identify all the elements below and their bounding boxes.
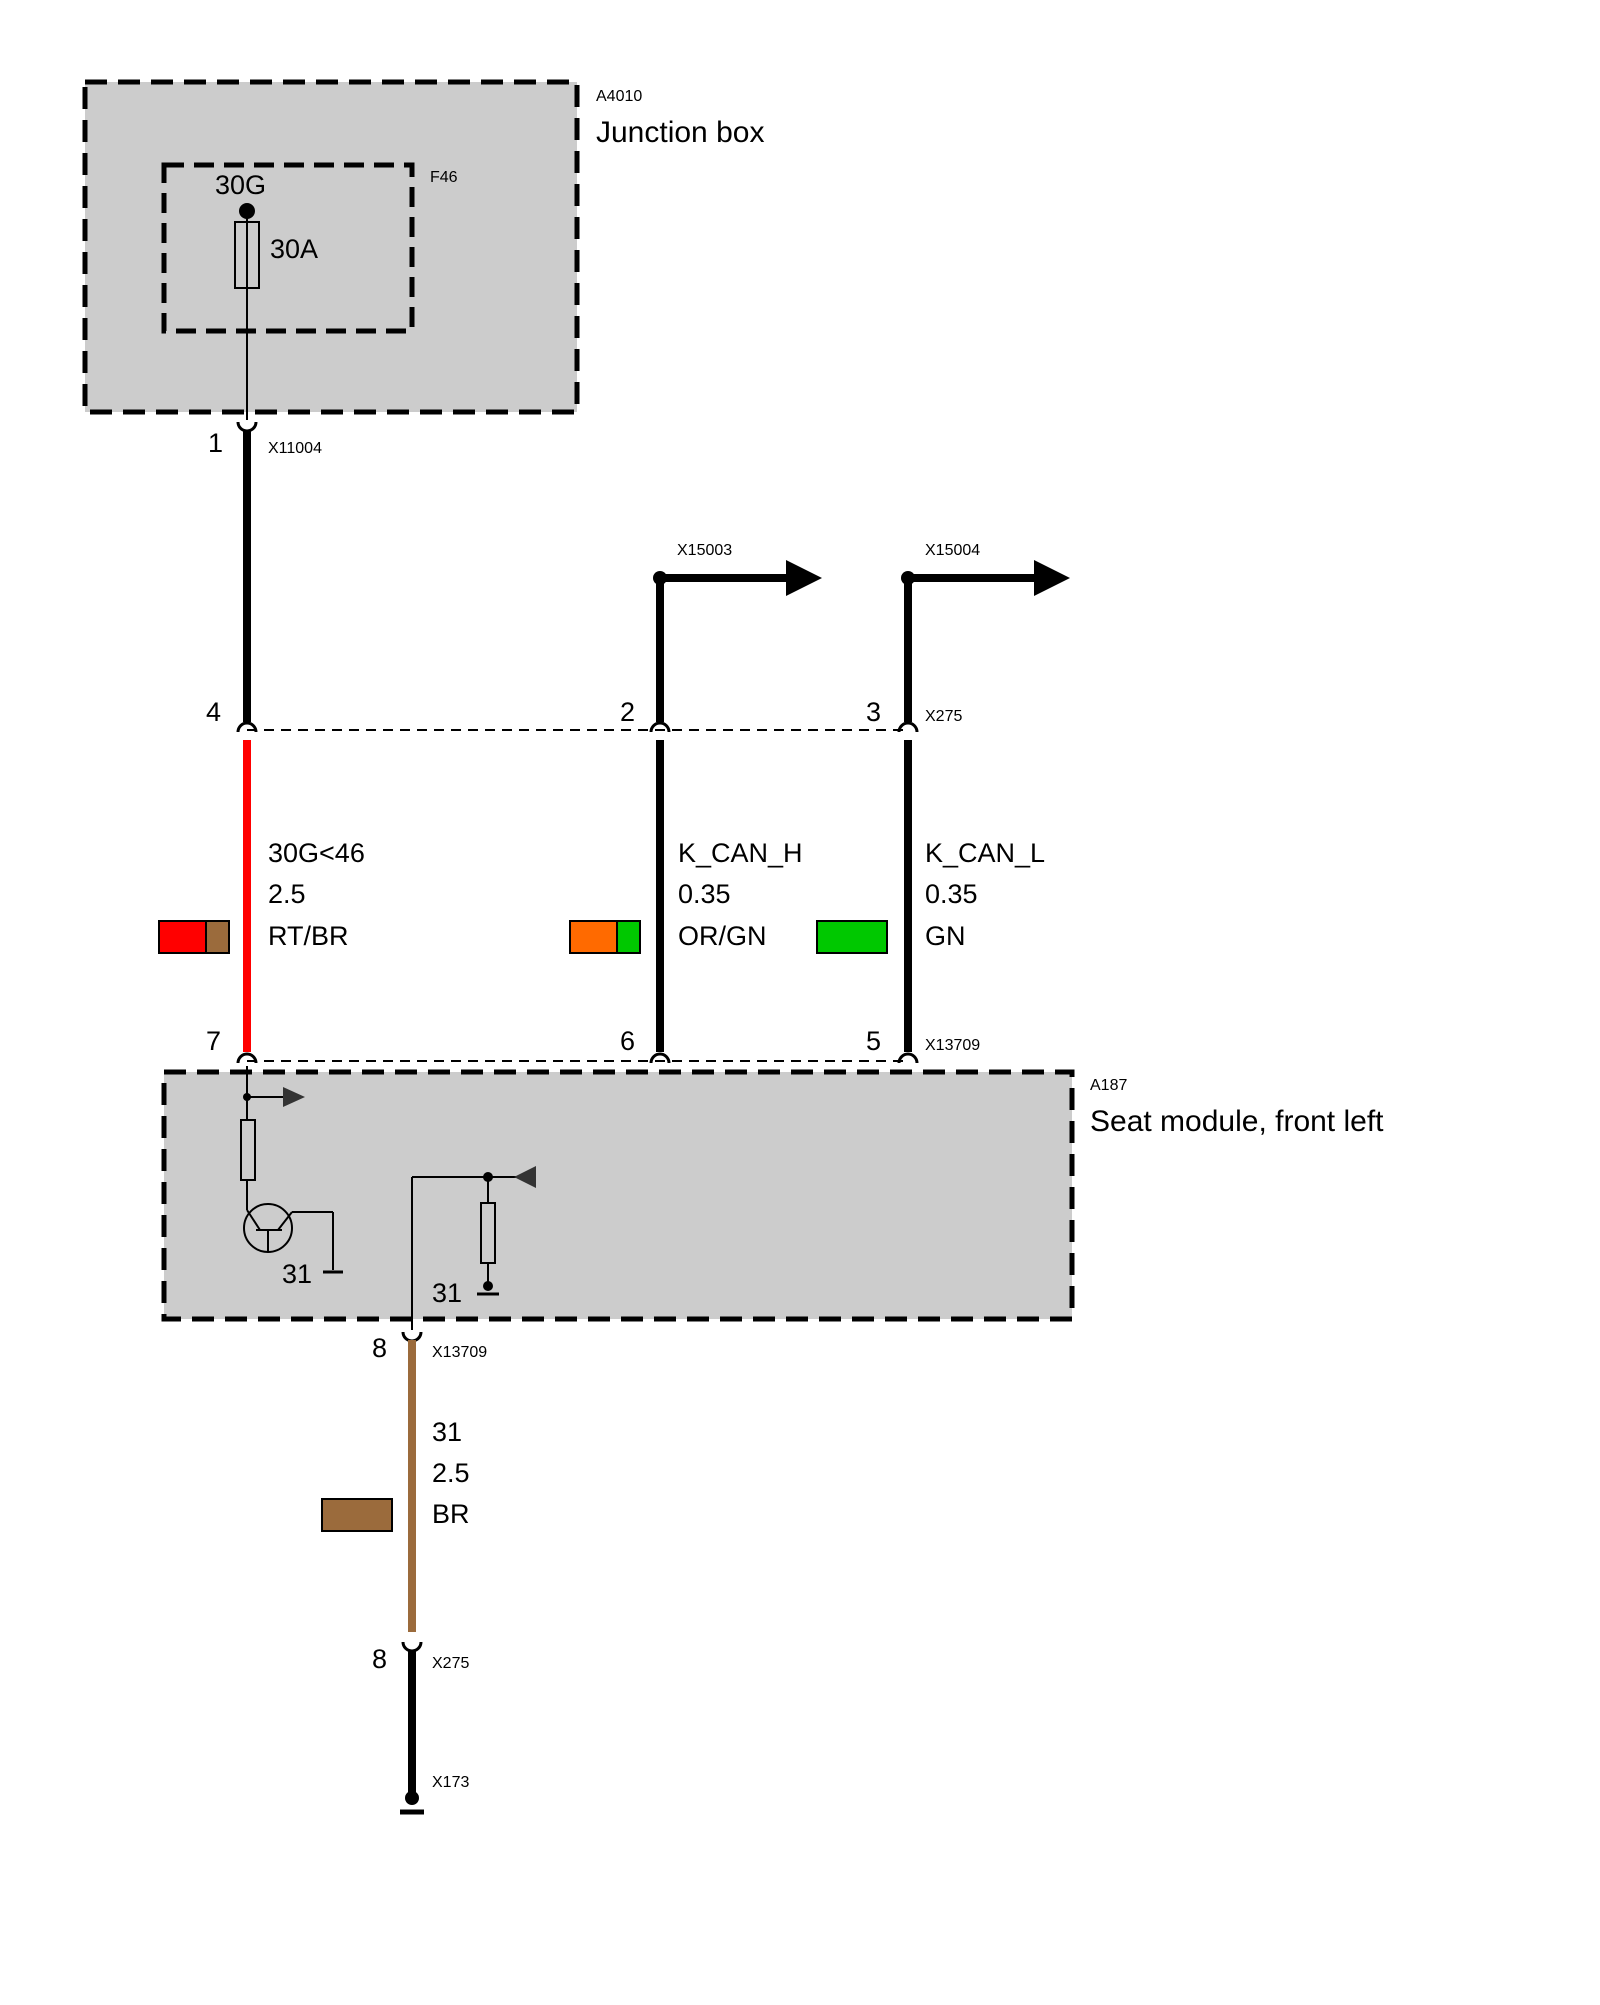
- wire-31: 31 2.5 BR: [321, 1340, 470, 1632]
- connector-x275-top: 4 2 3 X275: [206, 697, 962, 733]
- junction-box-outline: [82, 79, 580, 415]
- junction-box: A4010 Junction box F46 30G 30A: [82, 79, 764, 420]
- color-swatch: [321, 1498, 393, 1532]
- pin-label: 7: [206, 1026, 221, 1056]
- wire-color-code: GN: [925, 921, 966, 951]
- wire-gauge: 0.35: [925, 879, 978, 909]
- junction-box-name: Junction box: [596, 116, 764, 149]
- pin-label: 4: [206, 697, 221, 727]
- connector-id-x15003: X15003: [677, 542, 732, 559]
- fuse-f46: F46 30G 30A: [161, 162, 458, 420]
- internal-circuit-right: 31: [411, 1166, 536, 1330]
- arrow-right-icon: [283, 1087, 305, 1107]
- fuse-outline: [161, 162, 415, 334]
- can-l-branch: X15004: [901, 542, 1070, 722]
- fuse-rating: 30A: [270, 234, 318, 264]
- seat-module-id: A187: [1090, 1077, 1127, 1094]
- connector-id: X275: [925, 708, 962, 725]
- connector-x275-bottom: 8 X275: [372, 1641, 469, 1674]
- fuse-terminal-label: 30G: [215, 170, 266, 200]
- junction-box-id: A4010: [596, 88, 642, 105]
- seat-module-outline: [161, 1069, 1075, 1322]
- wire-gauge: 2.5: [432, 1458, 470, 1488]
- connector-x13709-top: 7 6 5 X13709: [206, 1026, 980, 1064]
- ground-label: 31: [432, 1278, 462, 1308]
- wire-signal: K_CAN_L: [925, 838, 1045, 868]
- color-swatch: [158, 920, 207, 954]
- pin-label: 1: [208, 428, 223, 458]
- connector-id-x15004: X15004: [925, 542, 980, 559]
- color-swatch: [616, 920, 641, 954]
- can-h-branch: X15003: [653, 542, 822, 722]
- arrow-right-icon: [786, 560, 822, 596]
- pin-label: 8: [372, 1333, 387, 1363]
- seat-module-name: Seat module, front left: [1090, 1105, 1384, 1138]
- wire-color-code: BR: [432, 1499, 470, 1529]
- connector-x13709-bottom: 8 X13709: [372, 1331, 487, 1363]
- pin-label: 5: [866, 1026, 881, 1056]
- connector-id: X13709: [925, 1037, 980, 1054]
- arrow-left-icon: [514, 1166, 536, 1188]
- color-swatch: [205, 920, 230, 954]
- seat-module: A187 Seat module, front left 31: [161, 1066, 1384, 1330]
- ground-label: 31: [282, 1259, 312, 1289]
- wire-k-can-h: K_CAN_H 0.35 OR/GN: [569, 740, 803, 1052]
- wire-gauge: 0.35: [678, 879, 731, 909]
- wire-signal: 31: [432, 1417, 462, 1447]
- connector-id: X173: [432, 1774, 469, 1791]
- connector-id: X275: [432, 1655, 469, 1672]
- wire-signal: K_CAN_H: [678, 838, 803, 868]
- wire-color-code: RT/BR: [268, 921, 349, 951]
- pin-label: 3: [866, 697, 881, 727]
- pin-label: 6: [620, 1026, 635, 1056]
- pin-label: 2: [620, 697, 635, 727]
- wire-color-code: OR/GN: [678, 921, 767, 951]
- wire-gauge: 2.5: [268, 879, 306, 909]
- connector-id: X11004: [268, 440, 322, 457]
- color-swatch: [569, 920, 618, 954]
- wire-signal: 30G<46: [268, 838, 365, 868]
- wire-30g: 30G<46 2.5 RT/BR: [158, 740, 365, 1052]
- fuse-id: F46: [430, 169, 458, 186]
- internal-circuit-left: 31: [240, 1066, 343, 1289]
- connector-id: X13709: [432, 1344, 487, 1361]
- wire-k-can-l: K_CAN_L 0.35 GN: [816, 740, 1045, 1052]
- color-swatch: [816, 920, 888, 954]
- arrow-right-icon: [1034, 560, 1070, 596]
- pin-label: 8: [372, 1644, 387, 1674]
- connector-x11004: 1 X11004: [208, 421, 322, 458]
- ground-point-x173: X173: [400, 1774, 469, 1815]
